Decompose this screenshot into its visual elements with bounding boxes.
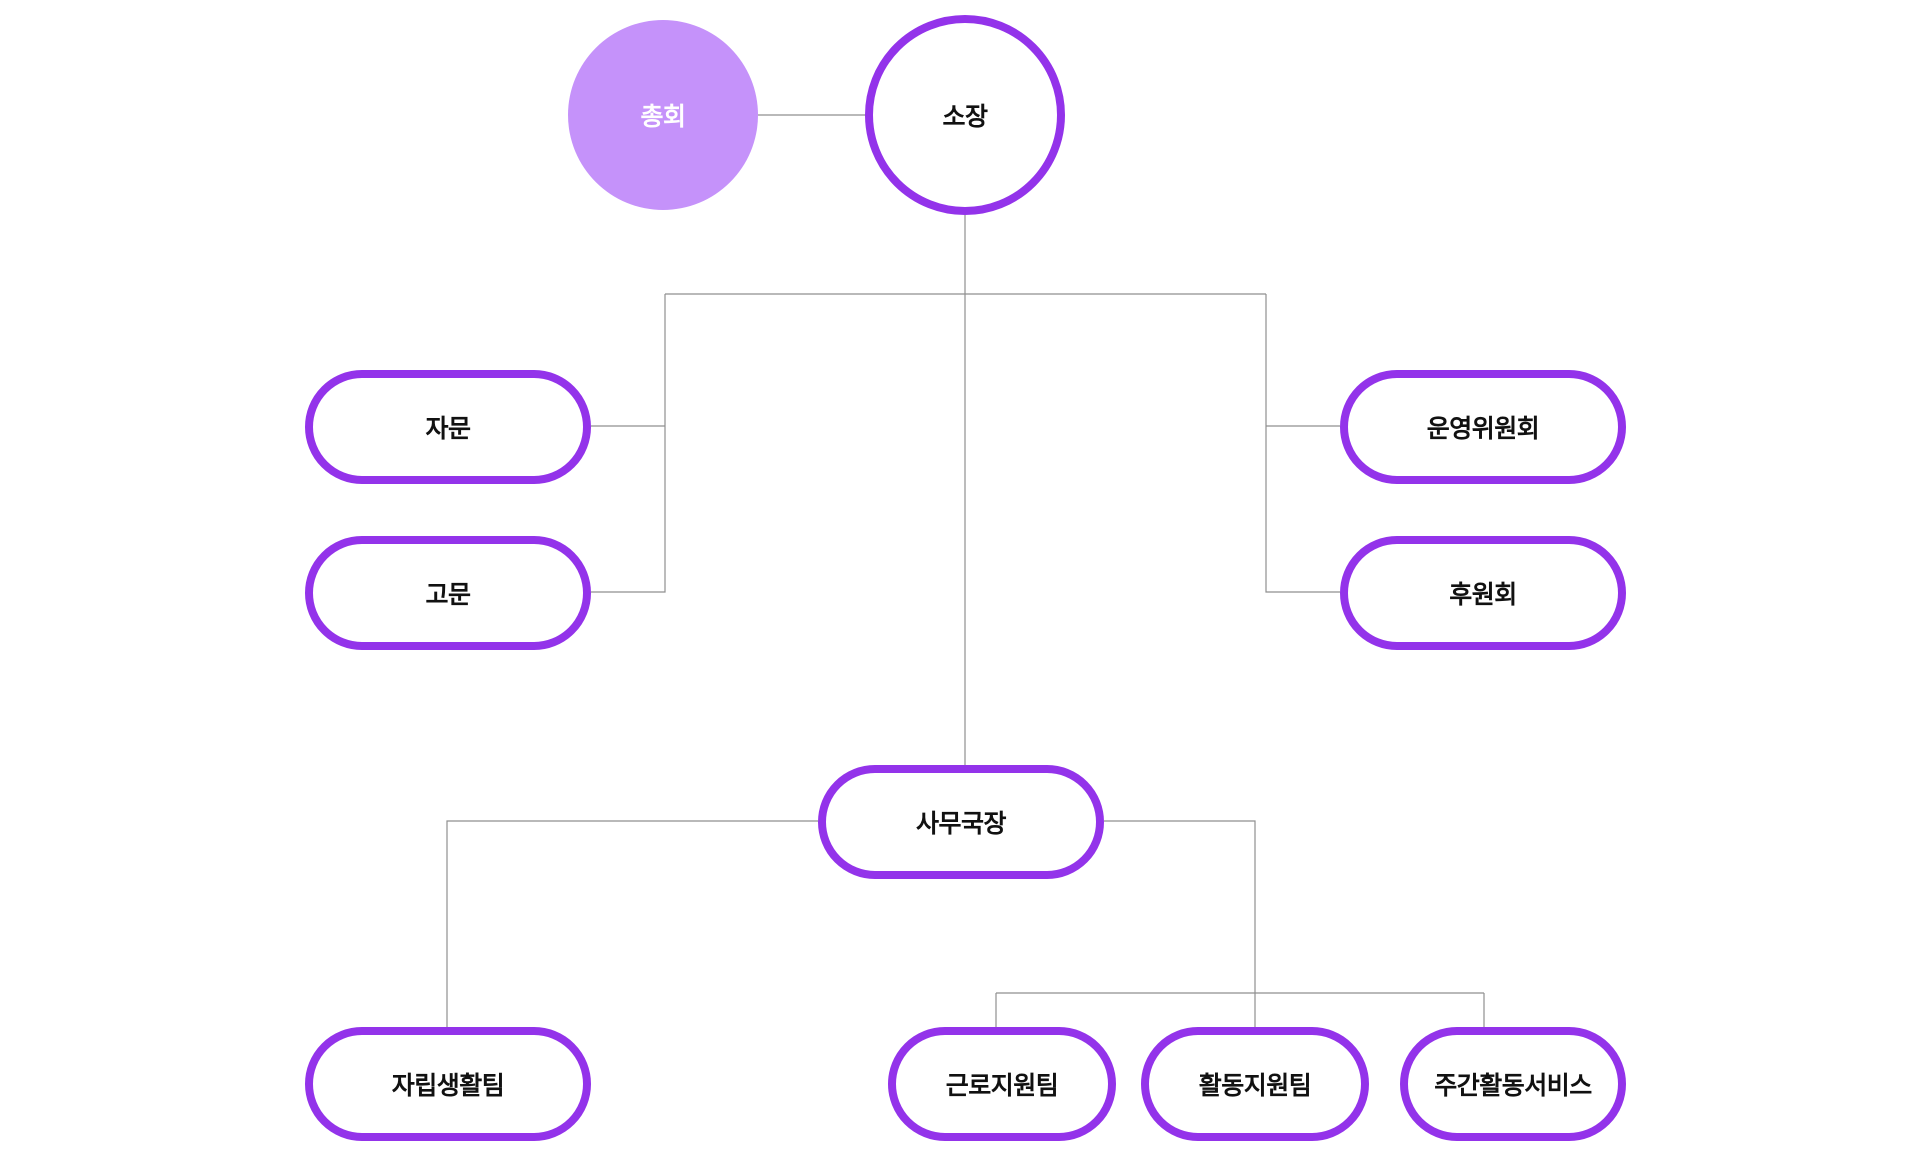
- counsel-label: 고문: [425, 580, 471, 609]
- connector-secretary-teams: [1104, 820, 1256, 1027]
- steering-committee-label: 운영위원회: [1426, 414, 1540, 443]
- secretary-general-label: 사무국장: [915, 809, 1007, 838]
- connector-left-branch: [591, 294, 666, 593]
- independent-living-team-node: 자립생활팀: [305, 1027, 591, 1141]
- support-association-node: 후원회: [1340, 536, 1626, 650]
- connector-right-branch: [1265, 294, 1340, 593]
- day-activity-service-label: 주간활동서비스: [1434, 1071, 1592, 1100]
- director-label: 소장: [942, 102, 988, 131]
- day-activity-service-node: 주간활동서비스: [1400, 1027, 1626, 1141]
- advisory-label: 자문: [425, 414, 471, 443]
- activity-support-team-node: 활동지원팀: [1141, 1027, 1369, 1141]
- advisory-node: 자문: [305, 370, 591, 484]
- independent-living-team-label: 자립생활팀: [391, 1071, 505, 1100]
- work-support-team-node: 근로지원팀: [888, 1027, 1116, 1141]
- secretary-general-node: 사무국장: [818, 765, 1104, 879]
- director-node: 소장: [865, 15, 1065, 215]
- connector-secretary-independent: [446, 820, 818, 1027]
- work-support-team-label: 근로지원팀: [945, 1071, 1059, 1100]
- counsel-node: 고문: [305, 536, 591, 650]
- activity-support-team-label: 활동지원팀: [1198, 1071, 1312, 1100]
- steering-committee-node: 운영위원회: [1340, 370, 1626, 484]
- general-assembly-label: 총회: [640, 102, 686, 131]
- general-assembly-node: 총회: [568, 20, 758, 210]
- support-association-label: 후원회: [1449, 580, 1517, 609]
